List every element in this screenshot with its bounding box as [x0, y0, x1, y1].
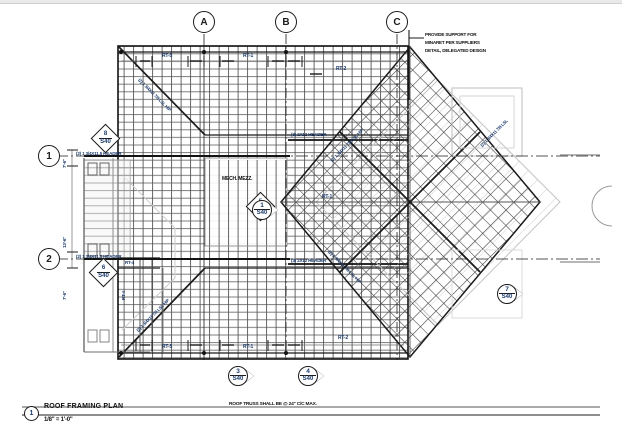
grid-bubble-1[interactable]: 1	[38, 145, 60, 167]
header-bottom-label: (3) 2X12 HEADER	[291, 258, 327, 263]
page-title: ROOF FRAMING PLAN	[44, 403, 124, 410]
hip-top-label: (2) 1 3/4X11 7/8 LSL HIP	[137, 77, 173, 113]
dim-left-1: 7'-6"	[62, 159, 67, 168]
dim-left-2: 13'-6"	[62, 236, 67, 248]
truss-tag-rt4-upper: RT-4	[125, 260, 134, 265]
grid-bubble-b[interactable]: B	[275, 11, 297, 33]
callout-1-s40[interactable]: 1 S40	[252, 200, 278, 222]
truss-tag-top-rt1: RT-1	[243, 53, 254, 59]
callout-3-s40[interactable]: 3 S40	[228, 366, 254, 388]
callout-divider	[300, 375, 316, 377]
callout-sheet: S40	[98, 273, 109, 279]
truss-tag-rt4-lower: RT-4	[121, 291, 126, 300]
header-left-bottom-label: (2) 1 3/4X11.5 HEADER	[76, 254, 122, 259]
callout-divider	[254, 209, 270, 211]
callout-number: 4	[306, 367, 310, 375]
callout-divider	[499, 293, 515, 295]
callout-sheet: S40	[232, 376, 244, 382]
hip-bottom-label: (2) 1 3/4X11 7/8 LSL HIP	[135, 297, 171, 333]
callout-8-s40[interactable]: 8 S40	[90, 123, 121, 154]
callout-divider	[97, 272, 110, 273]
callout-flag-fill	[246, 370, 254, 382]
title-scale: 1/8" = 1'-0"	[44, 417, 73, 423]
title-detail-number: 1	[24, 406, 39, 421]
minaret-note-line1: PROVIDE SUPPORT FOR	[425, 32, 477, 37]
callout-7-s40[interactable]: 7 S40	[497, 284, 523, 306]
grid-bubble-2[interactable]: 2	[38, 248, 60, 270]
minaret-note-line2: MINARET PER SUPPLIERS	[425, 40, 480, 45]
callout-number: 1	[260, 201, 264, 209]
callout-sheet: S40	[100, 139, 111, 145]
callout-number: 7	[505, 285, 509, 293]
truss-tag-mid-rt1: RT-1	[322, 194, 333, 200]
minaret-note-line3: DETAIL, DELEGATED DESIGN	[425, 48, 486, 53]
callout-sheet: S40	[256, 210, 268, 216]
grid-bubble-c[interactable]: C	[386, 11, 408, 33]
diag-far-right-label: (2) 1 3/4X11 7/8 LSL	[479, 118, 509, 148]
general-note: ROOF TRUSS SHALL BE @ 24" C/C MAX.	[229, 402, 317, 407]
diag-right-upper-label: (2) 1 3/4X11 7/8 LSL HIP	[329, 127, 365, 163]
mech-mezz-label: MECH. MEZZ.	[222, 176, 253, 182]
callout-sheet: S40	[501, 294, 513, 300]
viewer-top-rule	[0, 0, 622, 4]
callout-sheet: S40	[302, 376, 314, 382]
diag-right-lower-label: (2) 1 3/4X11 7/8 LSL HIP	[327, 249, 363, 285]
header-top-label: (3) 2X12 HEADER	[291, 132, 327, 137]
truss-tag-bottom-rt2: RT-2	[338, 335, 349, 341]
callout-number: 8	[103, 131, 108, 137]
callout-flag-fill	[270, 204, 278, 216]
callout-flag-fill	[515, 288, 523, 300]
callout-4-s40[interactable]: 4 S40	[298, 366, 324, 388]
callout-flag-fill	[316, 370, 324, 382]
truss-tag-top-rt2: RT-2	[336, 66, 347, 72]
truss-tag-bottom-rt1: RT-1	[243, 344, 254, 350]
truss-tag-bottom-rt5: RT-5	[162, 344, 173, 350]
grid-bubble-a[interactable]: A	[193, 11, 215, 33]
truss-tag-top-rt5: RT-5	[162, 53, 173, 59]
header-left-top-label: (2) 1 3/4X11.5 HEADER	[76, 151, 122, 156]
dim-left-3: 7'-6"	[62, 291, 67, 300]
callout-divider	[99, 138, 112, 139]
callout-number: 6	[101, 265, 106, 271]
callout-number: 3	[236, 367, 240, 375]
callout-6-s40[interactable]: 6 S40	[88, 257, 119, 288]
callout-divider	[230, 375, 246, 377]
